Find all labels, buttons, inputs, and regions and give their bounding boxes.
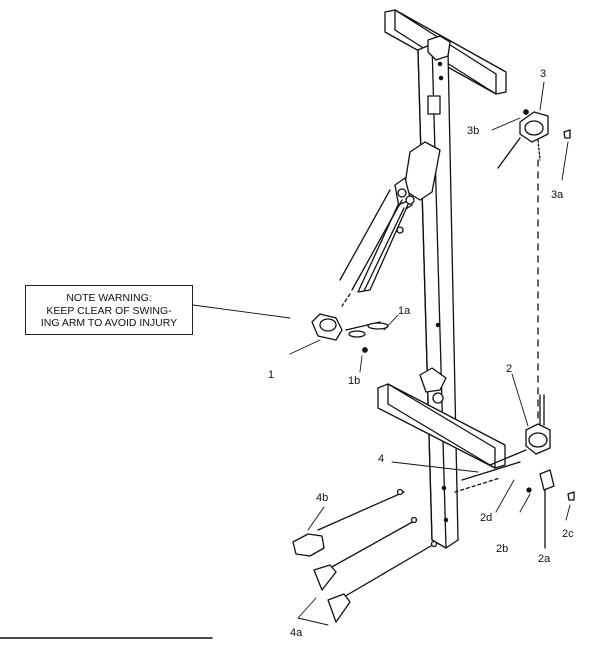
callout-1b: 1b: [348, 375, 360, 387]
vertical-post: [417, 35, 459, 549]
callout-4: 4: [378, 453, 384, 465]
callout-3: 3: [540, 68, 546, 80]
warning-note-line-3: ING ARM TO AVOID INJURY: [40, 317, 178, 329]
pulley-part-2: [489, 394, 575, 549]
callout-2c: 2c: [562, 528, 574, 540]
pulley-part-3: [497, 109, 571, 421]
callout-4b: 4b: [316, 492, 328, 504]
swing-arm: [339, 141, 441, 307]
callout-2b: 2b: [496, 543, 508, 555]
lower-crossbar: [377, 367, 506, 469]
callout-2a: 2a: [538, 553, 551, 565]
callout-2d: 2d: [480, 512, 492, 524]
warning-note-box: NOTE WARNING: KEEP CLEAR OF SWING- ING A…: [25, 285, 193, 335]
callout-3a: 3a: [551, 189, 564, 201]
warning-note-line-1: NOTE WARNING:: [66, 292, 152, 304]
warning-note-line-2: KEEP CLEAR OF SWING-: [46, 304, 172, 317]
callout-1: 1: [268, 369, 274, 381]
callout-labels: 1 1a 1b 2 2a 2b 2c 2d 3 3a 3b 4 4a 4b: [268, 68, 574, 639]
callout-3b: 3b: [467, 125, 479, 137]
callout-2: 2: [506, 363, 512, 375]
leader-lines: [192, 81, 571, 626]
callout-1a: 1a: [398, 305, 411, 317]
callout-4a: 4a: [290, 627, 303, 639]
cables-and-handles: [292, 461, 521, 623]
pulley-part-1: [311, 313, 389, 353]
